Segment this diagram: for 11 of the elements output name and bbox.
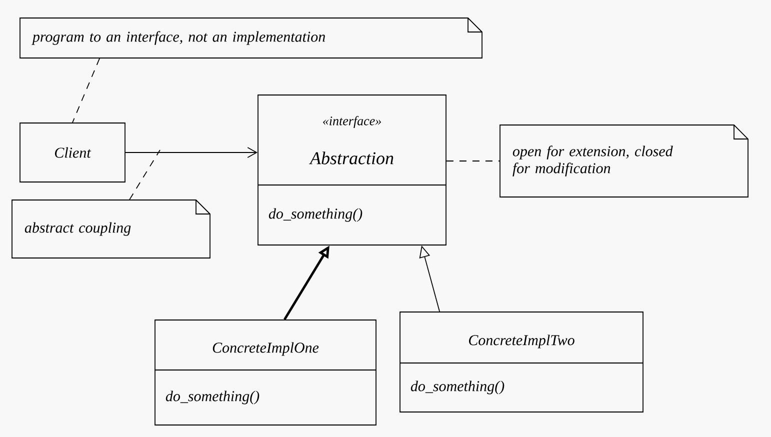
class-box: «interface» Abstraction do_something(): [258, 94, 446, 246]
class-box: ConcreteImplOne do_something(): [154, 320, 376, 426]
note-box: program to an interface, not an implementation: [20, 18, 482, 58]
note-box: abstract coupling: [12, 200, 210, 258]
note-box: open for extension, closed for modification: [500, 124, 748, 198]
connector-line: [72, 58, 100, 123]
class-box: Client: [20, 122, 126, 182]
leader-line: [129, 150, 160, 200]
arrow: [125, 147, 258, 158]
connector-line: [446, 160, 500, 162]
class-box: ConcreteImplTwo do_something(): [400, 312, 644, 412]
